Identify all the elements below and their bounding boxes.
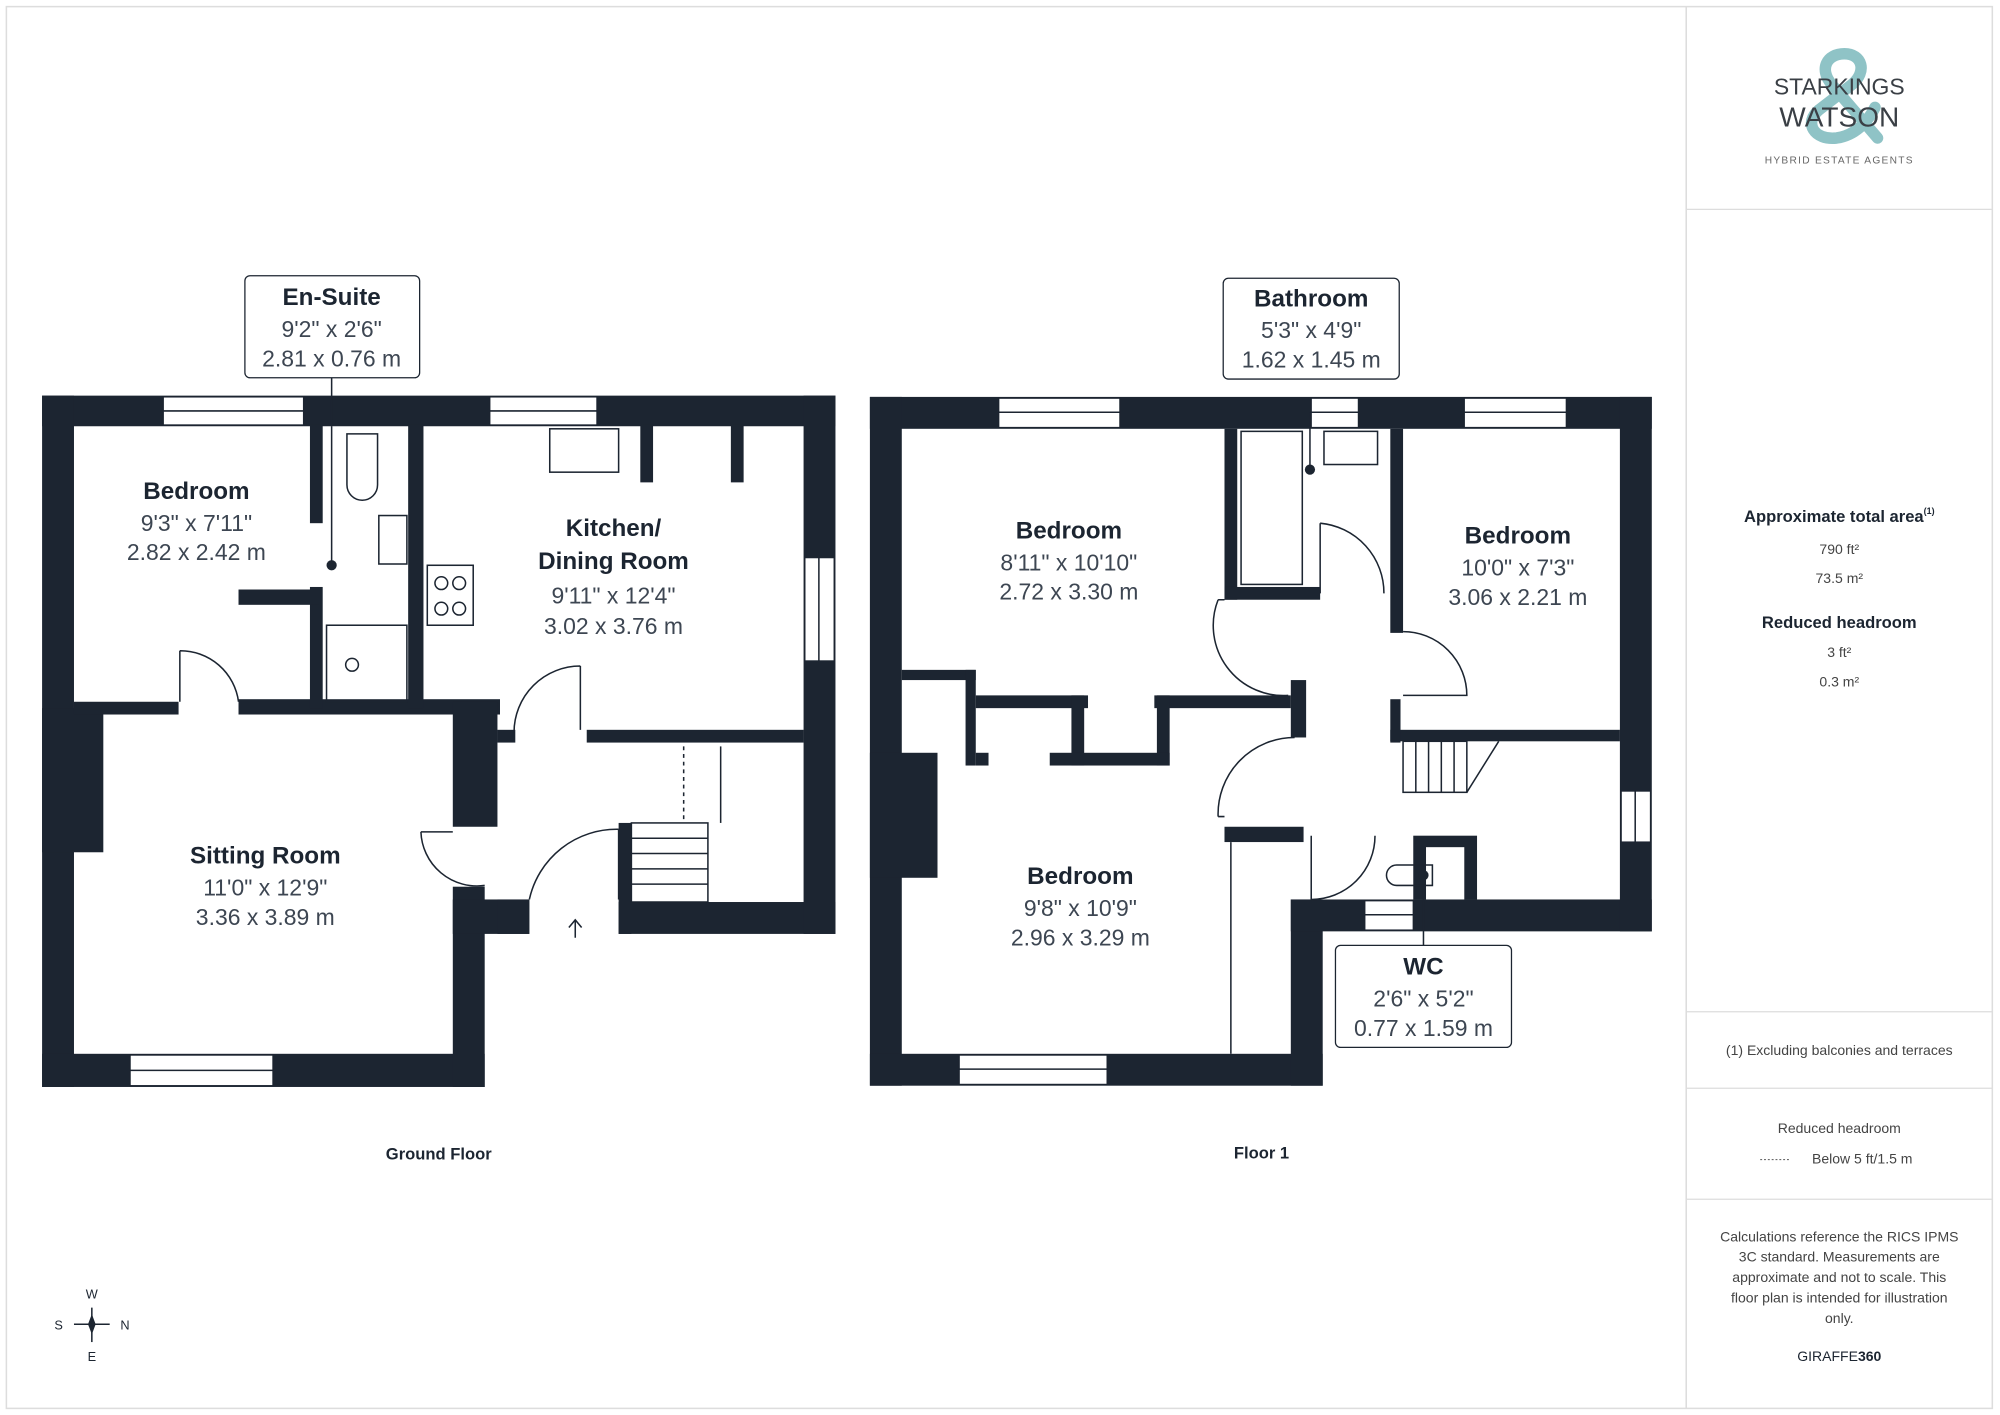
footnote: (1) Excluding balconies and terraces bbox=[1726, 1042, 1953, 1058]
bathroom-callout: Bathroom 5'3" x 4'9" 1.62 x 1.45 m bbox=[1222, 277, 1400, 380]
logo-text: WATSON bbox=[1779, 102, 1899, 133]
total-area-ft: 790 ft² bbox=[1819, 541, 1859, 557]
legend-title: Reduced headroom bbox=[1778, 1120, 1901, 1136]
room-name: Bedroom bbox=[1027, 863, 1133, 890]
compass-south: S bbox=[54, 1317, 63, 1332]
credit-bold: 360 bbox=[1858, 1348, 1882, 1364]
room-dim-imperial: 9'2" x 2'6" bbox=[281, 316, 381, 342]
room-dim-imperial: 5'3" x 4'9" bbox=[1261, 317, 1361, 343]
room-name: Bedroom bbox=[1465, 523, 1571, 550]
room-name: WC bbox=[1403, 954, 1443, 981]
room-name: En-Suite bbox=[283, 284, 381, 311]
compass-icon: W S N E bbox=[54, 1287, 129, 1364]
giraffe360-credit: GIRAFFE360 bbox=[1797, 1348, 1881, 1364]
total-area-title: Approximate total area bbox=[1744, 507, 1924, 526]
room-dim-metric: 1.62 x 1.45 m bbox=[1242, 347, 1381, 373]
info-panel: STARKINGS WATSON HYBRID ESTATE AGENTS Ap… bbox=[1685, 6, 1993, 1409]
disclaimer-line: only. bbox=[1825, 1310, 1854, 1326]
room-dim-imperial: 9'3" x 7'11" bbox=[141, 510, 252, 536]
room-dim-imperial: 11'0" x 12'9" bbox=[203, 875, 327, 901]
room-dim-imperial: 8'11" x 10'10" bbox=[1000, 549, 1137, 575]
room-name: Sitting Room bbox=[190, 843, 341, 870]
logo-text: STARKINGS bbox=[1774, 74, 1905, 100]
room-dim-metric: 2.82 x 2.42 m bbox=[127, 539, 266, 565]
room-name: Bathroom bbox=[1254, 285, 1368, 312]
room-dim-imperial: 9'8" x 10'9" bbox=[1024, 895, 1137, 921]
disclaimer-line: floor plan is intended for illustration bbox=[1731, 1290, 1948, 1306]
compass-north: N bbox=[120, 1317, 129, 1332]
room-name: Bedroom bbox=[143, 478, 249, 505]
room-dim-metric: 3.36 x 3.89 m bbox=[196, 904, 335, 930]
compass-west: W bbox=[86, 1287, 98, 1302]
room-dim-imperial: 9'11" x 12'4" bbox=[551, 583, 675, 609]
logo-tagline: HYBRID ESTATE AGENTS bbox=[1765, 155, 1914, 166]
room-dim-metric: 2.81 x 0.76 m bbox=[262, 345, 401, 371]
room-name: Bedroom bbox=[1016, 517, 1122, 544]
disclaimer: Calculations reference the RICS IPMS 3C … bbox=[1720, 1228, 1958, 1326]
total-area-m: 73.5 m² bbox=[1816, 570, 1864, 586]
floor-label: Ground Floor bbox=[386, 1145, 492, 1164]
legend-item: Below 5 ft/1.5 m bbox=[1812, 1150, 1913, 1166]
reduced-headroom-m: 0.3 m² bbox=[1819, 673, 1859, 689]
credit-light: GIRAFFE bbox=[1797, 1348, 1858, 1364]
room-dim-imperial: 10'0" x 7'3" bbox=[1461, 554, 1574, 580]
compass-east: E bbox=[88, 1349, 97, 1364]
room-name: Dining Room bbox=[538, 548, 689, 575]
room-name: Kitchen/ bbox=[566, 515, 662, 542]
room-dim-metric: 3.06 x 2.21 m bbox=[1448, 584, 1587, 610]
reduced-headroom-title: Reduced headroom bbox=[1762, 613, 1917, 632]
total-area-heading: Approximate total area(1) bbox=[1744, 506, 1935, 526]
room-dim-metric: 2.96 x 3.29 m bbox=[1011, 924, 1150, 950]
disclaimer-line: 3C standard. Measurements are bbox=[1739, 1249, 1940, 1265]
entrance-arrow-icon bbox=[568, 918, 583, 938]
ensuite-callout: En-Suite 9'2" x 2'6" 2.81 x 0.76 m bbox=[244, 275, 421, 427]
total-area-sup: (1) bbox=[1924, 506, 1935, 516]
disclaimer-line: Calculations reference the RICS IPMS bbox=[1720, 1228, 1958, 1244]
disclaimer-line: approximate and not to scale. This bbox=[1732, 1269, 1946, 1285]
ampersand-logo-mark bbox=[1806, 48, 1884, 144]
company-logo: STARKINGS WATSON HYBRID ESTATE AGENTS bbox=[1765, 48, 1914, 166]
room-dim-metric: 2.72 x 3.30 m bbox=[999, 579, 1138, 605]
room-dim-metric: 3.02 x 3.76 m bbox=[544, 613, 683, 639]
ground-floor-plan: Bedroom 9'3" x 7'11" 2.82 x 2.42 m Kitch… bbox=[42, 275, 836, 1164]
room-dim-metric: 0.77 x 1.59 m bbox=[1354, 1015, 1493, 1041]
wc-callout: WC 2'6" x 5'2" 0.77 x 1.59 m bbox=[1334, 885, 1513, 1049]
floor-label: Floor 1 bbox=[1234, 1143, 1289, 1162]
reduced-headroom-ft: 3 ft² bbox=[1827, 644, 1851, 660]
room-dim-imperial: 2'6" x 5'2" bbox=[1373, 986, 1473, 1012]
first-floor-plan: Bedroom 8'11" x 10'10" 2.72 x 3.30 m Bed… bbox=[869, 277, 1652, 1162]
